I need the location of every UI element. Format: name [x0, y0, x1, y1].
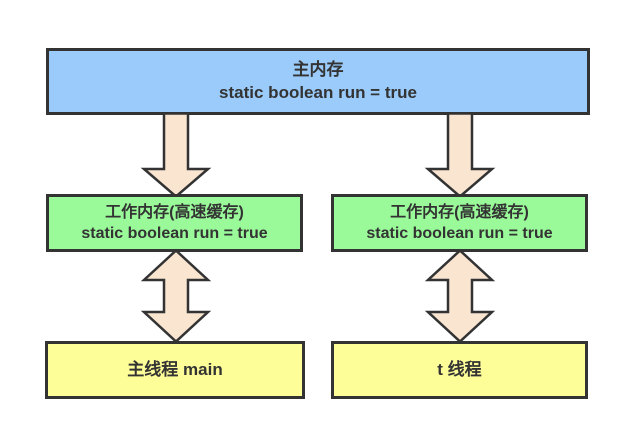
arrow-main-to-right-cache-icon [424, 112, 496, 199]
working-memory-right-box: 工作内存(高速缓存) static boolean run = true [331, 194, 588, 252]
working-memory-right-code: static boolean run = true [366, 225, 553, 242]
arrow-main-to-left-cache-icon [140, 112, 212, 199]
main-memory-code: static boolean run = true [219, 82, 417, 102]
working-memory-left-box: 工作内存(高速缓存) static boolean run = true [46, 194, 303, 252]
main-memory-box: 主内存 static boolean run = true [46, 48, 590, 115]
main-thread-box: 主线程 main [45, 341, 305, 399]
main-memory-title: 主内存 [292, 60, 344, 80]
double-arrow-left-cache-thread-icon [140, 248, 212, 344]
t-thread-box: t 线程 [331, 341, 588, 399]
working-memory-right-title: 工作内存(高速缓存) [390, 203, 529, 221]
main-thread-label: 主线程 main [127, 359, 223, 379]
working-memory-left-code: static boolean run = true [81, 225, 268, 242]
working-memory-left-title: 工作内存(高速缓存) [105, 203, 244, 221]
t-thread-label: t 线程 [437, 359, 482, 379]
double-arrow-right-cache-thread-icon [424, 248, 496, 344]
